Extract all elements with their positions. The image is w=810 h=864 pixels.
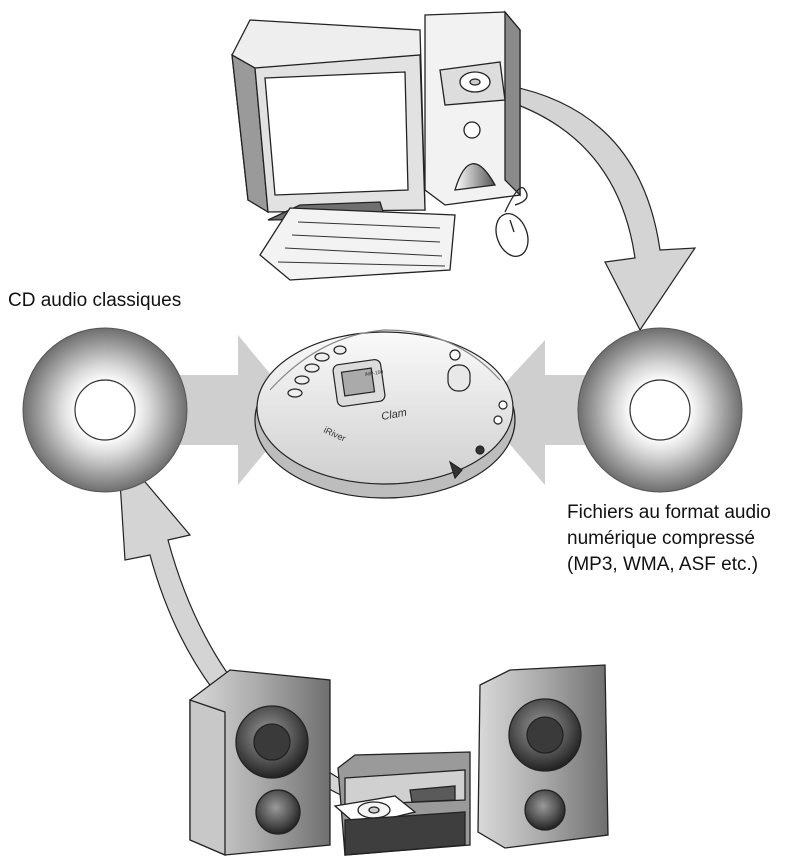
compressed-files-label: Fichiers au format audio numérique compr… bbox=[567, 500, 771, 578]
compressed-audio-disc-icon bbox=[577, 327, 743, 493]
audio-cd-disc-icon bbox=[22, 327, 188, 493]
player-model: iMP-150 bbox=[364, 369, 383, 378]
cd-player-icon: iRiver Clam iMP-150 bbox=[254, 329, 516, 499]
player-logo: Clam bbox=[380, 407, 407, 423]
desktop-computer-icon bbox=[231, 10, 529, 281]
compressed-files-line-3: (MP3, WMA, ASF etc.) bbox=[567, 554, 759, 575]
arrow-right-disc-to-player bbox=[480, 340, 605, 485]
audio-cd-label: CD audio classiques bbox=[8, 290, 182, 311]
compressed-files-line-1: Fichiers au format audio bbox=[567, 502, 771, 523]
hifi-stereo-icon bbox=[189, 664, 609, 856]
compressed-files-line-2: numérique compressé bbox=[567, 528, 755, 549]
arrow-computer-to-disc bbox=[504, 84, 697, 332]
